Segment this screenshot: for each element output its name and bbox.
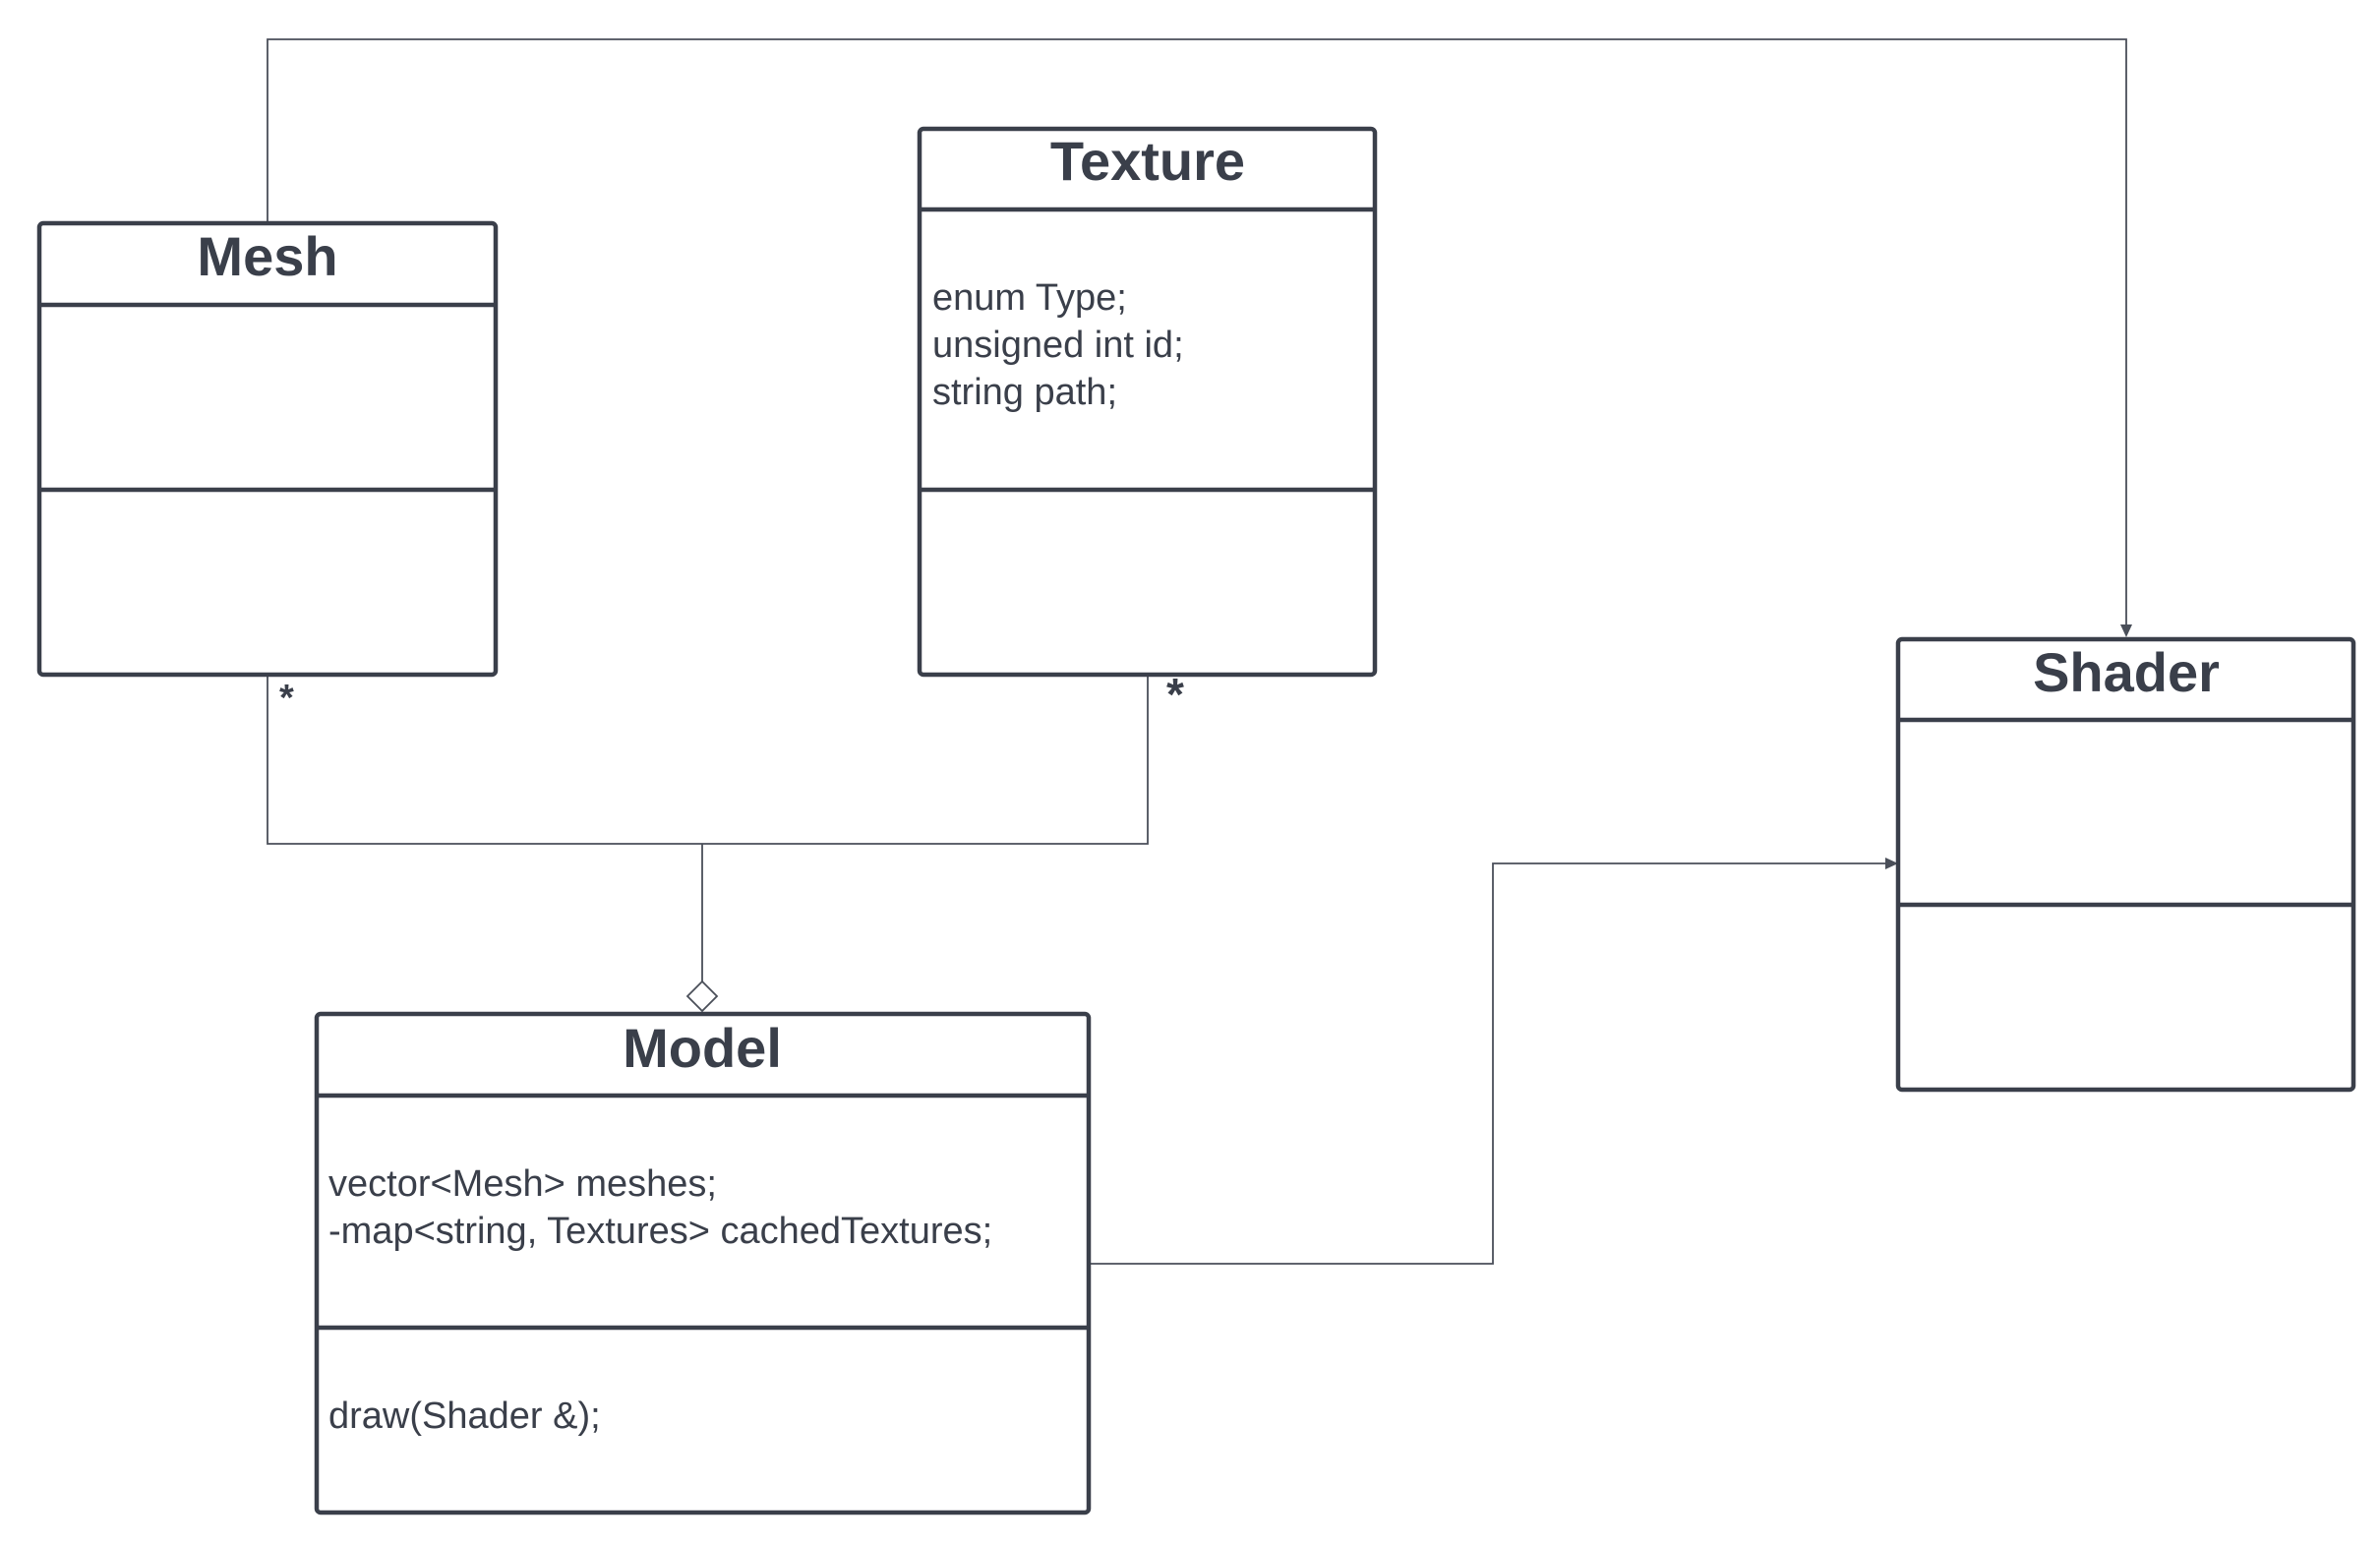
- model-shader-arrowhead: [1885, 858, 1898, 869]
- class-mesh[interactable]: Mesh: [36, 220, 499, 678]
- mesh-shader-association-line[interactable]: [267, 38, 2127, 629]
- class-model-attribute: -map<string, Textures> cachedTextures;: [328, 1211, 992, 1252]
- mesh-multiplicity-label: *: [279, 678, 294, 719]
- mesh-shader-arrowhead: [2120, 624, 2132, 637]
- class-shader[interactable]: Shader: [1895, 636, 2356, 1093]
- class-texture-attribute: string path;: [932, 372, 1117, 413]
- class-texture-attribute: unsigned int id;: [932, 325, 1184, 366]
- class-shader-name: Shader: [2033, 641, 2220, 703]
- class-texture-attribute: enum Type;: [932, 277, 1127, 319]
- class-texture-name: Texture: [1050, 130, 1245, 192]
- model-shader-association-line[interactable]: [1089, 862, 1888, 1265]
- texture-multiplicity-label: *: [1166, 669, 1184, 720]
- class-mesh-name: Mesh: [197, 225, 337, 287]
- class-model-name: Model: [623, 1017, 782, 1079]
- mesh-model-aggregation-line[interactable]: [267, 677, 702, 845]
- aggregation-diamond-icon: [685, 980, 719, 1013]
- class-model-attribute: vector<Mesh> meshes;: [328, 1163, 717, 1205]
- class-texture[interactable]: Texture enum Type; unsigned int id; stri…: [917, 126, 1378, 678]
- class-model-method: draw(Shader &);: [328, 1396, 601, 1437]
- class-model[interactable]: Model vector<Mesh> meshes; -map<string, …: [314, 1011, 1092, 1515]
- texture-model-aggregation-line[interactable]: [702, 677, 1149, 845]
